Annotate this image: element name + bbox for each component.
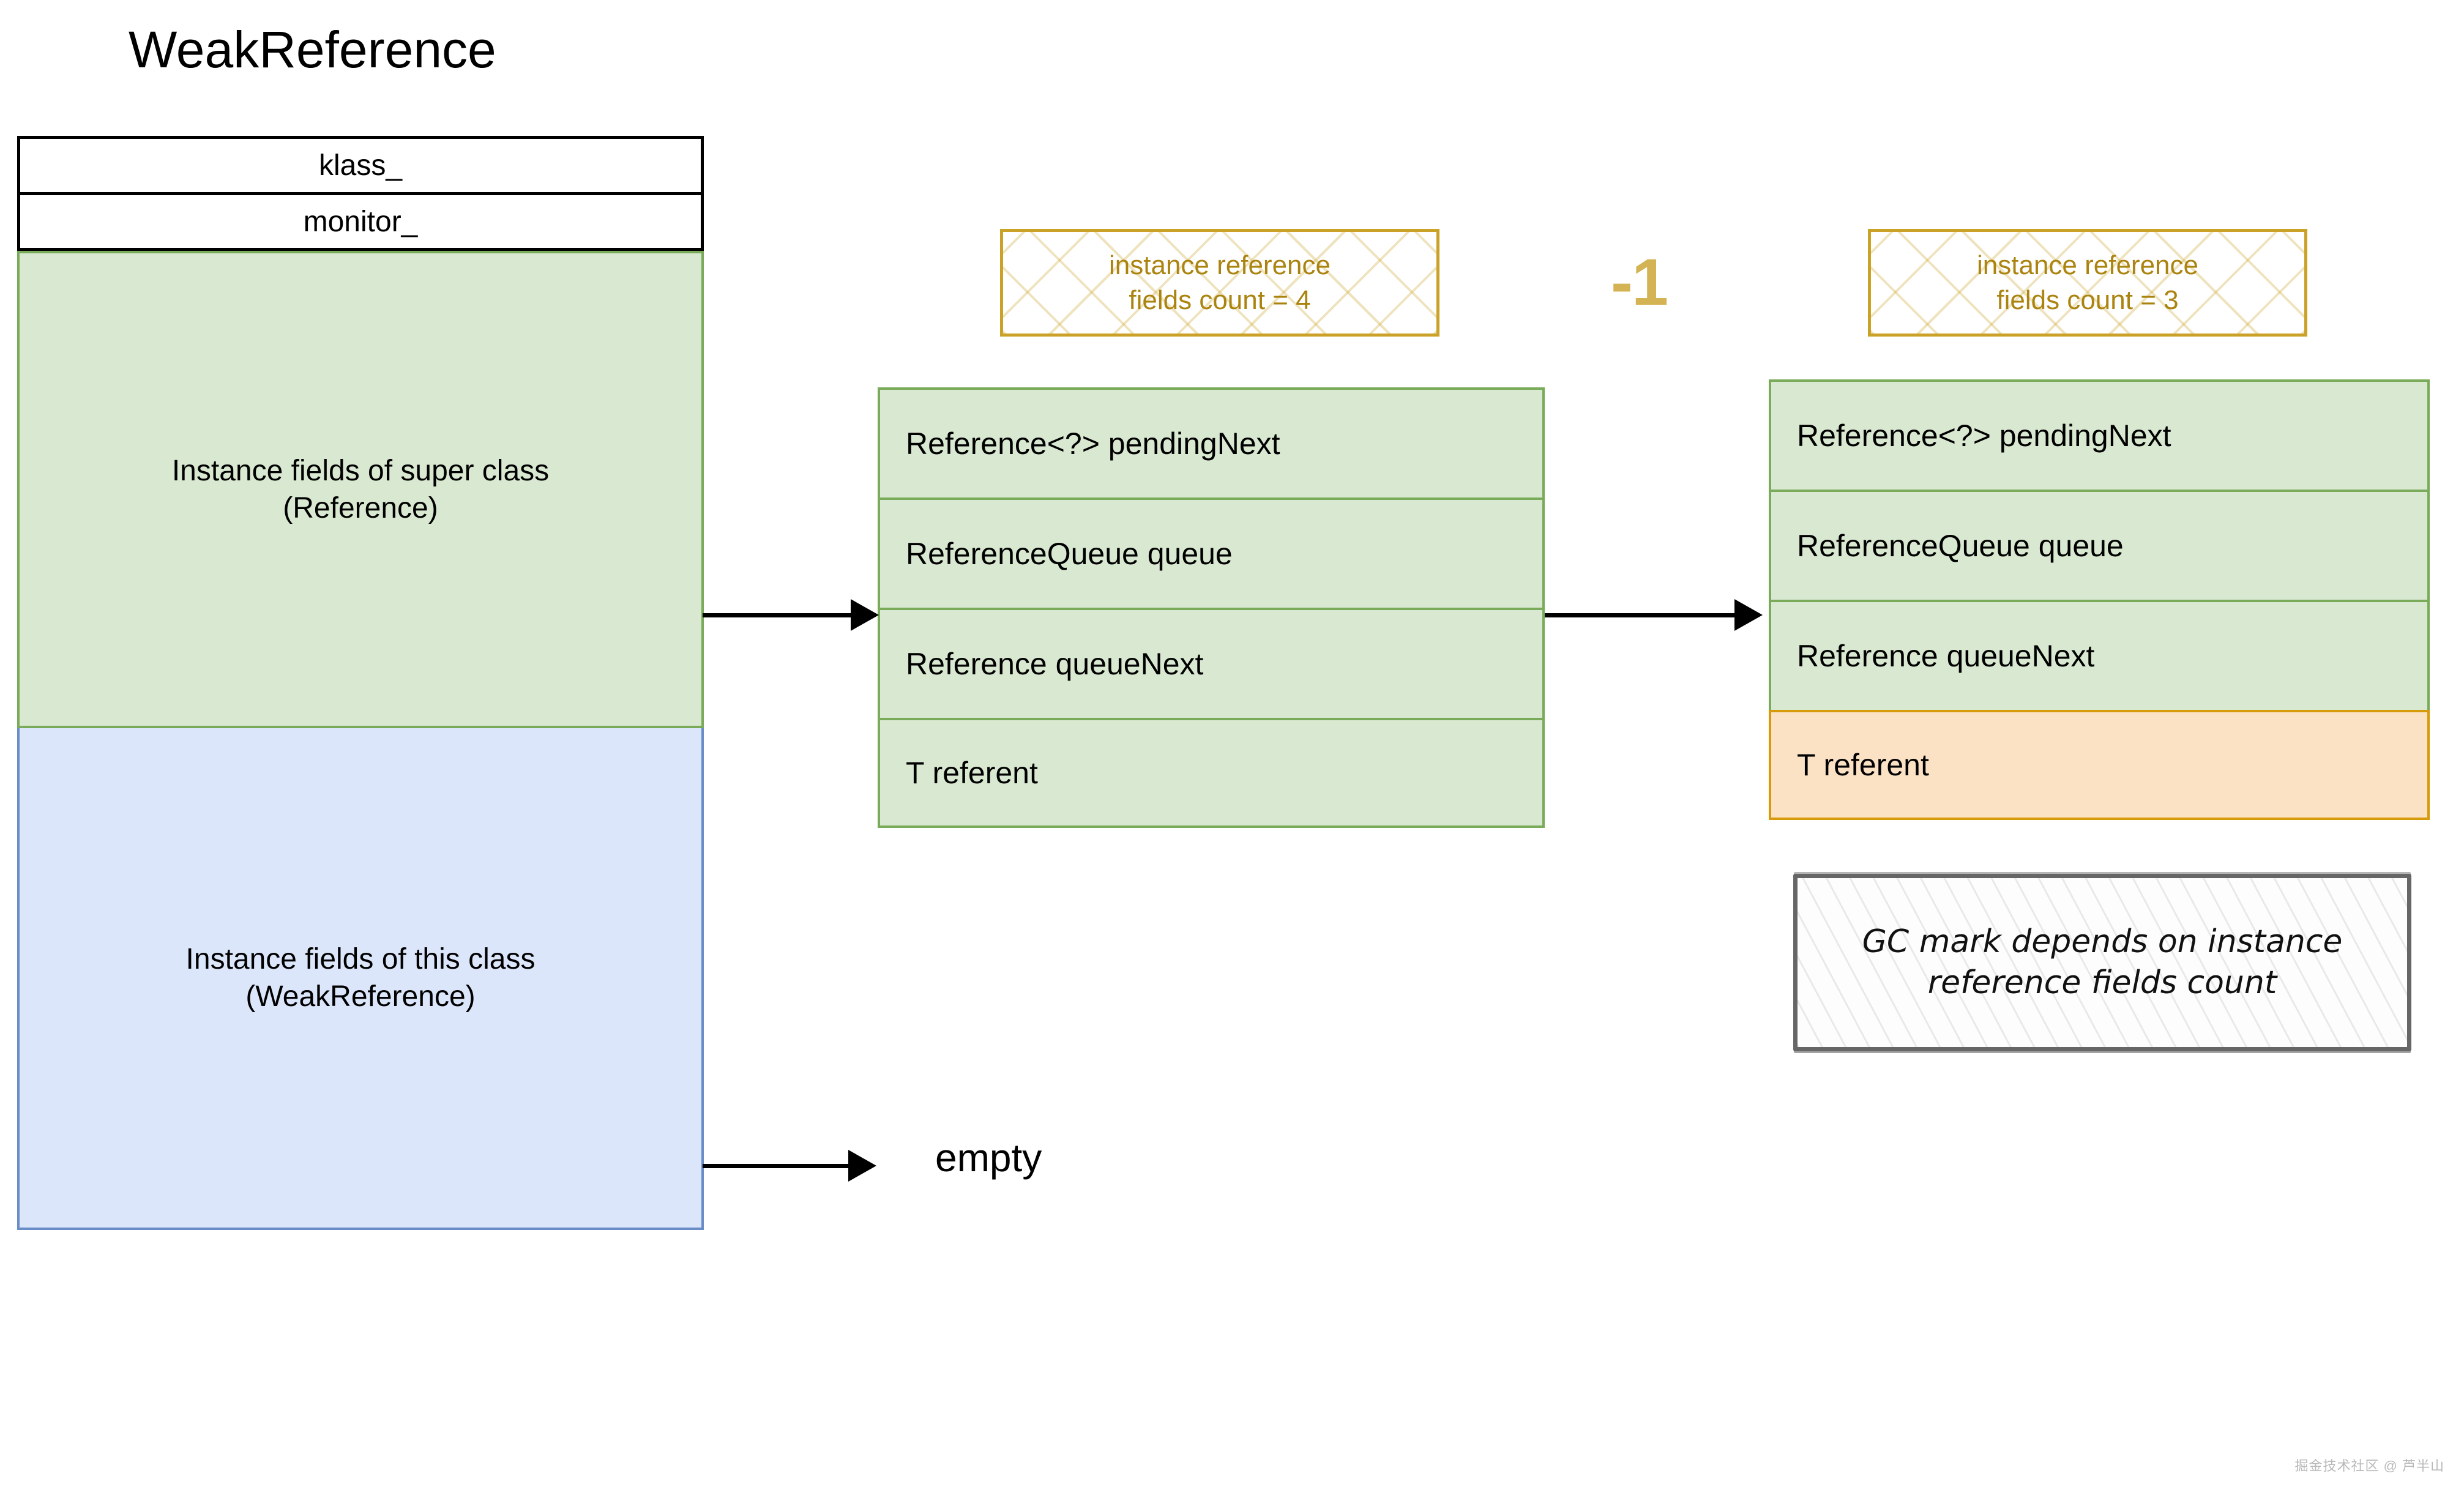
reference-fields-table-after: Reference<?> pendingNext ReferenceQueue … — [1769, 379, 2430, 820]
field-label: T referent — [906, 756, 1038, 790]
table-row: ReferenceQueue queue — [1769, 490, 2430, 600]
gc-mark-note-line2: reference fields count — [1927, 964, 2277, 1001]
object-header-monitor: monitor_ — [17, 192, 704, 251]
delta-label: -1 — [1611, 245, 1668, 319]
arrow-right-icon — [848, 1150, 876, 1182]
field-label: Reference queueNext — [1797, 639, 2095, 673]
reference-fields-table-before: Reference<?> pendingNext ReferenceQueue … — [878, 387, 1545, 828]
field-label: ReferenceQueue queue — [1797, 529, 2124, 563]
arrow-line-table-to-table — [1545, 613, 1739, 617]
region-super-class-line2: (Reference) — [283, 492, 438, 524]
object-header-klass-label: klass_ — [318, 149, 403, 182]
table-row: Reference<?> pendingNext — [878, 387, 1545, 497]
arrow-right-icon — [851, 599, 879, 631]
badge-left-line1: instance reference — [1109, 250, 1331, 280]
table-row: ReferenceQueue queue — [878, 497, 1545, 608]
field-label: Reference queueNext — [906, 647, 1204, 681]
object-header-klass: klass_ — [17, 136, 704, 192]
gc-mark-note: GC mark depends on instance reference fi… — [1793, 874, 2411, 1051]
field-label: ReferenceQueue queue — [906, 537, 1233, 571]
region-super-class-line1: Instance fields of super class — [171, 454, 550, 487]
arrow-line-super-to-table — [703, 613, 856, 617]
badge-right-line1: instance reference — [1977, 250, 2198, 280]
table-row: Reference queueNext — [878, 608, 1545, 718]
table-row: Reference queueNext — [1769, 600, 2430, 710]
field-label: T referent — [1797, 748, 1929, 782]
gc-mark-note-line1: GC mark depends on instance — [1862, 923, 2343, 961]
region-super-class-fields: Instance fields of super class (Referenc… — [17, 251, 704, 728]
badge-instance-reference-fields-count-after: instance reference fields count = 3 — [1868, 229, 2307, 337]
field-label: Reference<?> pendingNext — [1797, 419, 2171, 453]
arrow-right-icon — [1734, 599, 1763, 631]
arrow-line-this-to-empty — [703, 1164, 853, 1168]
table-row: Reference<?> pendingNext — [1769, 379, 2430, 490]
empty-label: empty — [935, 1136, 1042, 1180]
field-label: Reference<?> pendingNext — [906, 427, 1280, 461]
badge-instance-reference-fields-count-before: instance reference fields count = 4 — [1000, 229, 1439, 337]
badge-left-line2: fields count = 4 — [1129, 285, 1311, 315]
table-row-highlighted: T referent — [1769, 710, 2430, 820]
region-this-class-line2: (WeakReference) — [245, 980, 476, 1013]
table-row: T referent — [878, 718, 1545, 828]
object-layout-box: klass_ monitor_ Instance fields of super… — [17, 136, 704, 1230]
badge-right-line2: fields count = 3 — [1996, 285, 2179, 315]
region-this-class-fields: Instance fields of this class (WeakRefer… — [17, 728, 704, 1230]
watermark: 掘金技术社区 @ 芦半山 — [2294, 1458, 2444, 1474]
object-header-monitor-label: monitor_ — [303, 205, 418, 238]
page-title: WeakReference — [129, 21, 496, 78]
region-this-class-line1: Instance fields of this class — [185, 942, 536, 975]
